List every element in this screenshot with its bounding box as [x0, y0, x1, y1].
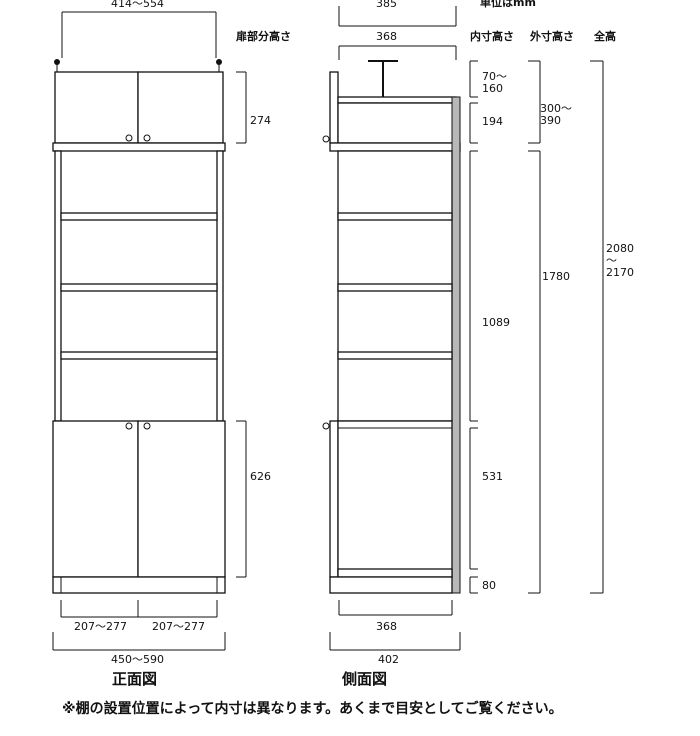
inner-depth-top-dimension: [338, 45, 457, 60]
outer-upper-height-label: 300〜390: [540, 102, 572, 127]
plinth-height-label: 80: [482, 579, 496, 592]
top-depth-label: 385: [376, 0, 397, 10]
tension-pole-height-label: 70〜160: [482, 70, 507, 95]
tension-pole: [368, 60, 398, 97]
door-width-dimension: [60, 600, 218, 618]
inner-height-header: 内寸高さ: [470, 29, 514, 43]
outer-height-column: [528, 60, 541, 594]
side-upper-divider: [329, 142, 461, 152]
inner-height-column: [469, 60, 478, 594]
side-upper-door: [329, 71, 339, 144]
upper-door-right: [137, 71, 224, 144]
overall-width-dimension: [52, 632, 226, 651]
total-height-label: 2080〜2170: [606, 242, 634, 279]
side-back-panel: [451, 96, 461, 594]
side-upper-body: [337, 102, 457, 144]
door-width-right-label: 207〜277: [152, 620, 205, 633]
front-view: 414〜554: [52, 0, 271, 688]
side-plinth: [329, 576, 453, 594]
lower-door-right: [137, 420, 226, 578]
upper-divider: [52, 142, 226, 152]
lower-door-left: [52, 420, 139, 578]
side-lower-door: [329, 420, 339, 578]
front-view-title: 正面図: [112, 670, 157, 688]
door-height-header: 扉部分高さ: [236, 29, 291, 43]
side-view: 385 368: [322, 0, 461, 688]
upper-cabinet-height-label: 194: [482, 115, 503, 128]
front-plinth: [52, 576, 226, 594]
outer-lower-height-label: 1780: [542, 270, 570, 283]
side-shelf-1: [337, 212, 453, 221]
lower-door-knob-right: [143, 422, 151, 430]
total-height-header: 全高: [593, 29, 616, 43]
front-left-side: [54, 150, 62, 422]
overall-depth-dimension: [329, 632, 461, 651]
side-shelf-2: [337, 283, 453, 292]
front-shelf-1: [60, 212, 218, 221]
upper-door-knob-right: [143, 134, 151, 142]
upper-door-left: [54, 71, 139, 144]
inner-depth-top-label: 368: [376, 30, 397, 43]
adjuster-knobs: [54, 59, 222, 72]
lower-door-knob-left: [125, 422, 133, 430]
units-label: 単位はmm: [480, 0, 536, 9]
inner-depth-bottom-dimension: [338, 600, 453, 616]
lower-door-height-label: 626: [250, 470, 271, 483]
side-shelf-3: [337, 351, 453, 360]
door-width-left-label: 207〜277: [74, 620, 127, 633]
upper-door-height-label: 274: [250, 114, 271, 127]
top-width-dimension: [61, 11, 217, 58]
side-view-title: 側面図: [341, 670, 387, 688]
middle-open-height-label: 1089: [482, 316, 510, 329]
top-width-label: 414〜554: [111, 0, 164, 10]
lower-door-height-dimension: [236, 420, 247, 578]
lower-cabinet-height-label: 531: [482, 470, 503, 483]
front-right-side: [216, 150, 224, 422]
upper-door-height-dimension: [236, 71, 247, 144]
total-height-column: [590, 60, 604, 594]
side-lower-body: [337, 420, 453, 578]
outer-height-header: 外寸高さ: [529, 29, 574, 43]
overall-width-label: 450〜590: [111, 653, 164, 666]
inner-depth-bottom-label: 368: [376, 620, 397, 633]
top-depth-dimension: [338, 6, 457, 27]
side-lower-bottom: [337, 568, 453, 578]
front-shelf-2: [60, 283, 218, 292]
overall-depth-label: 402: [378, 653, 399, 666]
upper-door-knob-left: [125, 134, 133, 142]
front-shelf-3: [60, 351, 218, 360]
footnote: ※棚の設置位置によって内寸は異なります。あくまで目安としてご覧ください。: [62, 700, 563, 717]
side-upper-top: [337, 96, 457, 104]
